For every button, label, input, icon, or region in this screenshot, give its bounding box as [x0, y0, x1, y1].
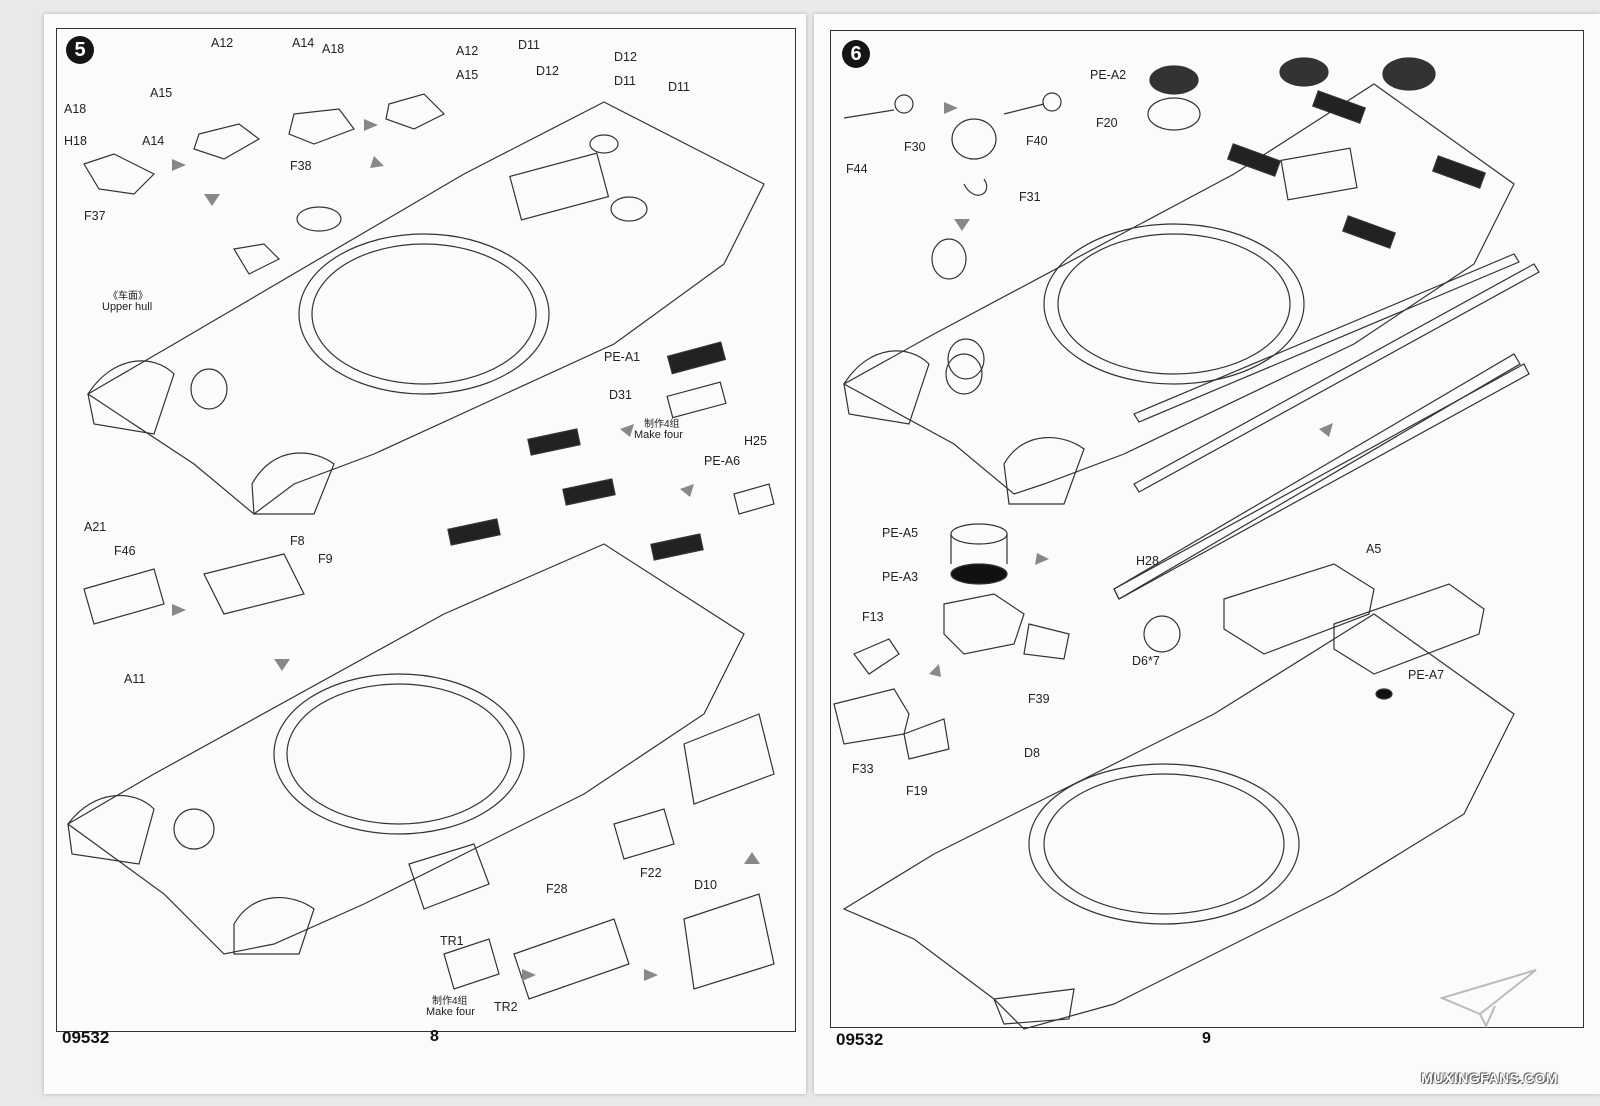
upper-hull-label: Upper hull	[102, 301, 153, 313]
part-label-D12: D12	[536, 64, 559, 78]
page-frame	[56, 28, 796, 1032]
part-label-H18: H18	[64, 134, 87, 148]
part-label-PE-A1: PE-A1	[604, 350, 641, 364]
part-label-F13: F13	[862, 610, 884, 624]
make-four-label: Make four	[426, 1006, 475, 1018]
page-frame	[830, 30, 1584, 1028]
product-code: 09532	[836, 1030, 884, 1049]
part-label-F8: F8	[290, 534, 305, 548]
turret-ring-bottom	[273, 673, 525, 835]
step-6-assembly-drawing	[833, 57, 1540, 1030]
upper-hull-outline	[86, 101, 765, 515]
product-code: 09532	[62, 1028, 110, 1047]
part-label-D11: D11	[668, 80, 691, 94]
part-label-A15: A15	[150, 86, 173, 100]
turret-ring-bottom	[1028, 763, 1300, 925]
part-label-F30: F30	[904, 140, 926, 154]
part-label-PE-A7: PE-A7	[1408, 668, 1445, 682]
part-label-A12: A12	[456, 44, 479, 58]
upper-hull-label-cn: 《车面》	[108, 291, 148, 302]
part-label-A5: A5	[1366, 542, 1382, 556]
side-rail	[1133, 263, 1540, 493]
step-number-badge: 5	[66, 36, 94, 64]
part-label-D8: D8	[1024, 746, 1040, 760]
side-rail	[1133, 253, 1520, 423]
part-label-F44: F44	[846, 162, 868, 176]
part-label-F46: F46	[114, 544, 136, 558]
part-label-F38: F38	[290, 159, 312, 173]
step-5-assembly-drawing	[66, 93, 775, 1000]
part-label-D6-x7: D6*7	[1132, 654, 1160, 668]
fender-right	[251, 452, 335, 515]
page-number: 9	[1202, 1030, 1211, 1047]
step-number-badge: 6	[842, 40, 870, 68]
part-label-H28: H28	[1136, 554, 1159, 568]
A5-cover	[1223, 563, 1375, 655]
part-label-F22: F22	[640, 866, 662, 880]
part-label-PE-A3: PE-A3	[882, 570, 919, 584]
part-label-A12: A12	[211, 36, 234, 50]
lower-hull-outline	[842, 613, 1515, 1030]
part-label-F33: F33	[852, 762, 874, 776]
part-label-F9: F9	[318, 552, 333, 566]
part-label-A14: A14	[292, 36, 315, 50]
make-four-cn: 制作4组	[644, 419, 680, 430]
lower-hull-outline	[66, 543, 745, 955]
part-label-F40: F40	[1026, 134, 1048, 148]
make-four-cn: 制作4组	[432, 996, 468, 1007]
hatch-ring-bottom	[173, 808, 215, 850]
part-label-D11: D11	[614, 74, 637, 88]
make-four-label: Make four	[634, 429, 683, 441]
part-label-F19: F19	[906, 784, 928, 798]
page-number: 8	[430, 1028, 439, 1045]
part-label-A18: A18	[322, 42, 345, 56]
part-label-A11: A11	[124, 672, 146, 686]
part-label-TR1: TR1	[440, 934, 464, 948]
part-label-D31: D31	[609, 388, 632, 402]
part-label-F31: F31	[1019, 190, 1041, 204]
part-label-A14: A14	[142, 134, 165, 148]
part-label-A18: A18	[64, 102, 87, 116]
turret-ring-top	[1043, 223, 1305, 385]
part-label-F20: F20	[1096, 116, 1118, 130]
part-label-H25: H25	[744, 434, 767, 448]
part-label-TR2: TR2	[494, 1000, 518, 1014]
part-label-F37: F37	[84, 209, 106, 223]
part-label-A15: A15	[456, 68, 479, 82]
A5-cover	[1333, 583, 1485, 675]
part-label-F28: F28	[546, 882, 568, 896]
paper-plane-logo-icon	[1440, 969, 1537, 1028]
part-label-PE-A6: PE-A6	[704, 454, 741, 468]
instruction-page-9: 6	[814, 14, 1600, 1094]
side-rail	[1113, 353, 1521, 600]
part-label-D12: D12	[614, 50, 637, 64]
turret-ring-top	[298, 233, 550, 395]
part-label-D11: D11	[518, 38, 541, 52]
part-label-F39: F39	[1028, 692, 1050, 706]
watermark-text: MUXINGFANS.COM	[1421, 1070, 1558, 1086]
upper-hull-outline	[842, 83, 1515, 495]
part-label-PE-A5: PE-A5	[882, 526, 919, 540]
fender-left	[87, 360, 175, 435]
part-label-PE-A2: PE-A2	[1090, 68, 1127, 82]
hatch-ring-top	[190, 368, 228, 410]
part-label-D10: D10	[694, 878, 717, 892]
instruction-page-8: 5	[44, 14, 806, 1094]
part-label-A21: A21	[84, 520, 107, 534]
